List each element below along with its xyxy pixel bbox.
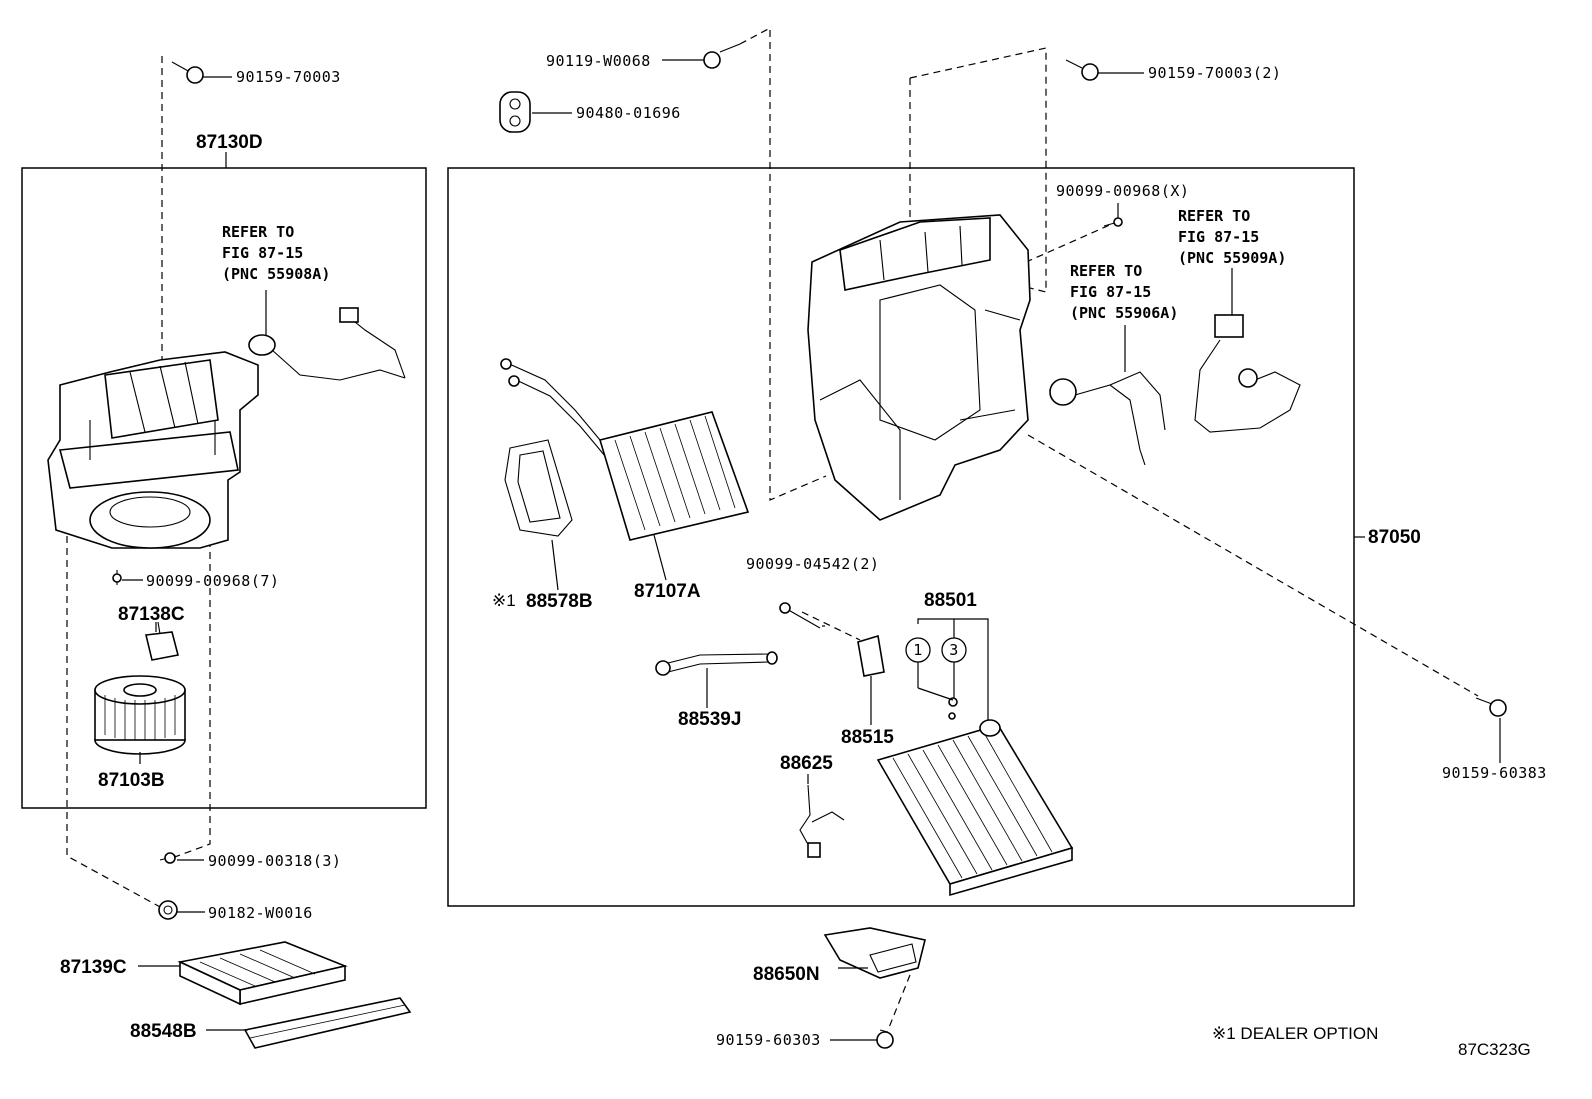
part-label-87139c[interactable]: 87139C bbox=[60, 957, 127, 978]
refer-line: REFER TO bbox=[1178, 207, 1250, 225]
heater-unit-icon bbox=[807, 214, 1031, 521]
circle-marker-1-label: 1 bbox=[913, 641, 923, 659]
seal-icon-88548b bbox=[243, 997, 412, 1049]
left-assembly-box bbox=[21, 167, 427, 809]
part-label-88578b[interactable]: 88578B bbox=[526, 591, 593, 612]
part-label-90159-70003-2[interactable]: 90159-70003(2) bbox=[1148, 64, 1281, 82]
group-label-87050[interactable]: 87050 bbox=[1368, 527, 1421, 548]
amplifier-icon-88650n bbox=[823, 927, 926, 979]
actuator-icon-right bbox=[1194, 314, 1301, 433]
part-label-90099-04542-2[interactable]: 90099-04542(2) bbox=[746, 555, 879, 573]
thermistor-icon-88625 bbox=[799, 784, 845, 858]
refer-line: REFER TO bbox=[1070, 262, 1142, 280]
blower-case-icon bbox=[47, 351, 259, 549]
grommet-icon-90480-01696 bbox=[499, 91, 531, 133]
hose-icon-88539j bbox=[655, 651, 778, 676]
part-label-87138c[interactable]: 87138C bbox=[118, 604, 185, 625]
part-label-90159-60383[interactable]: 90159-60383 bbox=[1442, 764, 1547, 782]
refer-to-55906a[interactable]: REFER TO FIG 87-15 (PNC 55906A) bbox=[1070, 262, 1178, 322]
screw-icon-90159-70003 bbox=[171, 61, 204, 84]
screw-icon-90099-00968-7 bbox=[112, 570, 122, 585]
bolt-icon-90159-60383 bbox=[1475, 697, 1507, 717]
bolt-icon-90159-70003-2 bbox=[1065, 59, 1099, 81]
nut-icon-90182-w0016 bbox=[158, 900, 178, 920]
refer-to-55909a[interactable]: REFER TO FIG 87-15 (PNC 55909A) bbox=[1178, 207, 1286, 267]
part-label-88625[interactable]: 88625 bbox=[780, 753, 833, 774]
part-label-88548b[interactable]: 88548B bbox=[130, 1021, 197, 1042]
refer-line: FIG 87-15 bbox=[222, 244, 303, 262]
resistor-icon-87138c bbox=[145, 621, 179, 661]
expansion-valve-icon-88515 bbox=[779, 602, 885, 677]
footnote: ※1 DEALER OPTION bbox=[1212, 1024, 1378, 1043]
circle-marker-3 bbox=[941, 637, 967, 663]
part-label-88515[interactable]: 88515 bbox=[841, 727, 894, 748]
part-label-88650n[interactable]: 88650N bbox=[753, 964, 820, 985]
part-label-90159-60303[interactable]: 90159-60303 bbox=[716, 1031, 821, 1049]
dealer-option-mark: ※1 bbox=[492, 591, 516, 610]
bolt-icon-90119-w0068 bbox=[703, 43, 741, 69]
refer-line: FIG 87-15 bbox=[1070, 283, 1151, 301]
part-label-88539j[interactable]: 88539J bbox=[678, 709, 741, 730]
evaporator-icon bbox=[876, 719, 1074, 897]
circle-marker-3-label: 3 bbox=[949, 641, 959, 659]
part-label-90099-00968-x[interactable]: 90099-00968(X) bbox=[1056, 182, 1189, 200]
part-label-87107a[interactable]: 87107A bbox=[634, 581, 701, 602]
part-label-90099-00318-3[interactable]: 90099-00318(3) bbox=[208, 852, 341, 870]
group-label-87130d[interactable]: 87130D bbox=[196, 132, 263, 153]
blower-motor-icon bbox=[94, 675, 186, 755]
o-ring-icons bbox=[948, 697, 958, 720]
screw-icon-90099-00318 bbox=[159, 852, 177, 864]
refer-line: (PNC 55909A) bbox=[1178, 249, 1286, 267]
refer-to-55908a[interactable]: REFER TO FIG 87-15 (PNC 55908A) bbox=[222, 223, 330, 283]
refer-line: (PNC 55908A) bbox=[222, 265, 330, 283]
part-label-87103b[interactable]: 87103B bbox=[98, 770, 165, 791]
circle-marker-1 bbox=[905, 637, 931, 663]
screw-icon-90099-00968-x bbox=[1103, 217, 1123, 227]
part-label-90159-70003[interactable]: 90159-70003 bbox=[236, 68, 341, 86]
part-label-90099-00968-7[interactable]: 90099-00968(7) bbox=[146, 572, 279, 590]
refer-line: FIG 87-15 bbox=[1178, 228, 1259, 246]
refer-line: (PNC 55906A) bbox=[1070, 304, 1178, 322]
part-label-90480-01696[interactable]: 90480-01696 bbox=[576, 104, 681, 122]
part-label-90182-w0016[interactable]: 90182-W0016 bbox=[208, 904, 313, 922]
bolt-icon-90159-60303 bbox=[876, 1029, 894, 1049]
actuator-icon-left bbox=[1049, 371, 1166, 466]
heater-core-icon bbox=[500, 358, 750, 541]
figure-code: 87C323G bbox=[1458, 1040, 1531, 1059]
pipe-bracket-icon-88578b bbox=[504, 439, 573, 537]
refer-line: REFER TO bbox=[222, 223, 294, 241]
part-label-88501[interactable]: 88501 bbox=[924, 590, 977, 611]
sensor-wire-icon bbox=[248, 307, 406, 381]
filter-icon-87139c bbox=[177, 941, 348, 1006]
part-label-90119-w0068[interactable]: 90119-W0068 bbox=[546, 52, 651, 70]
